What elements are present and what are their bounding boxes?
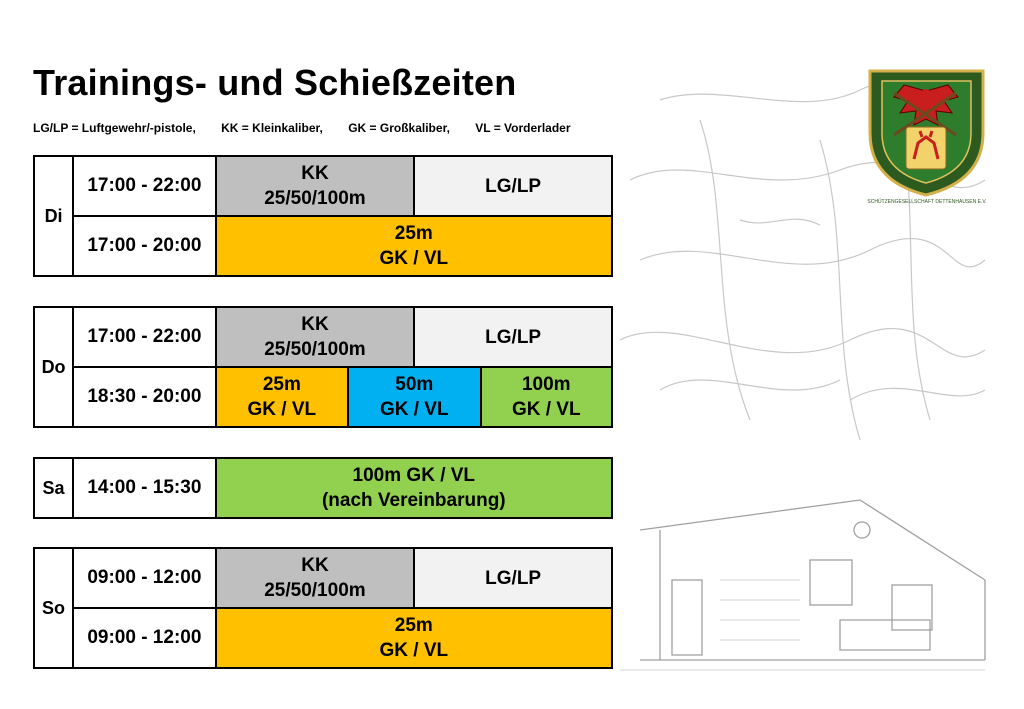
time-range: 14:00 - 15:30 [72,457,217,519]
slot-lglp: LG/LP [413,547,613,609]
time-range: 17:00 - 22:00 [72,155,217,217]
slot-kk: KK 25/50/100m [214,306,416,368]
slot-50m: 50m GK / VL [347,366,482,428]
time-range: 17:00 - 20:00 [72,215,217,277]
slot-line1: KK [301,314,329,335]
slot-line2: GK / VL [379,640,449,661]
slot-line1: 25m [394,615,433,636]
slot-line2: 25/50/100m [264,339,366,360]
club-logo [868,69,985,197]
slot-kk: KK 25/50/100m [214,155,416,217]
slot-line2: GK / VL [511,399,581,420]
day-label: Sa [32,457,75,519]
legend-gk: GK = Großkaliber, [348,121,450,135]
slot-line1: KK [301,555,329,576]
schedule-thursday: Do 17:00 - 22:00 KK 25/50/100m LG/LP 18:… [32,306,613,428]
clubhouse-sketch-illustration [619,80,986,671]
slot-lglp: LG/LP [413,306,613,368]
page-title: Trainings- und Schießzeiten [33,62,517,103]
slot-line1: 25m [394,223,433,244]
slot-line2: GK / VL [247,399,317,420]
slot-25m: 25m GK / VL [214,215,614,277]
legend-lglp: LG/LP = Luftgewehr/-pistole, [33,121,196,135]
schedule-saturday: Sa 14:00 - 15:30 100m GK / VL (nach Vere… [32,457,614,519]
slot-25m: 25m GK / VL [214,607,614,669]
day-label: So [32,547,75,669]
time-range: 09:00 - 12:00 [72,547,217,609]
time-range: 17:00 - 22:00 [72,306,217,368]
slot-100m: 100m GK / VL (nach Vereinbarung) [214,457,614,519]
schedule-sunday: So 09:00 - 12:00 KK 25/50/100m LG/LP 09:… [32,547,614,669]
slot-100m: 100m GK / VL [479,366,613,428]
slot-line2: (nach Vereinbarung) [321,490,506,511]
slot-line2: GK / VL [379,248,449,269]
club-logo-text: SCHÜTZENGESELLSCHAFT DETTENHAUSEN E.V. [867,199,987,205]
slot-line1: KK [301,163,329,184]
slot-line1: 100m GK / VL [352,465,476,486]
legend-vl: VL = Vorderlader [475,121,571,135]
slot-line1: 25m [262,374,301,395]
slot-lglp: LG/LP [413,155,613,217]
slot-line2: 25/50/100m [264,188,366,209]
legend-kk: KK = Kleinkaliber, [221,121,323,135]
day-label: Do [32,306,75,428]
slot-line1: 50m [395,374,434,395]
time-range: 09:00 - 12:00 [72,607,217,669]
slot-25m: 25m GK / VL [214,366,350,428]
schedule-tuesday: Di 17:00 - 22:00 KK 25/50/100m LG/LP 17:… [32,155,614,277]
day-label: Di [32,155,75,277]
time-range: 18:30 - 20:00 [72,366,217,428]
slot-kk: KK 25/50/100m [214,547,416,609]
slot-line1: 100m [521,374,571,395]
slot-line2: GK / VL [379,399,449,420]
slot-line2: 25/50/100m [264,580,366,601]
abbreviation-legend: LG/LP = Luftgewehr/-pistole, KK = Kleink… [33,121,593,135]
